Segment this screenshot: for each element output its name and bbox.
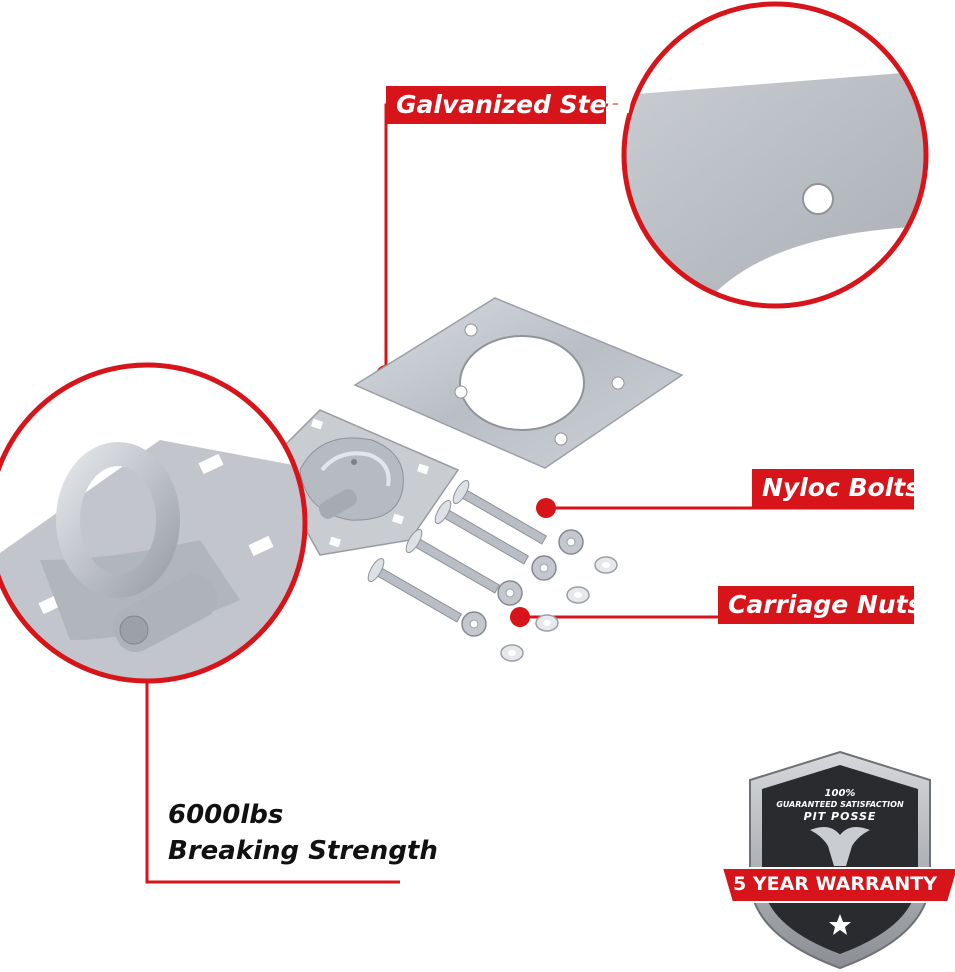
leader-dot-nuts <box>510 607 530 627</box>
carriage-bolts <box>367 479 548 623</box>
zoom-bolt-hole <box>802 183 834 215</box>
strength-value: 6000lbs <box>168 800 284 830</box>
badge-percent: 100% <box>824 788 856 799</box>
badge-warranty-text: 5 YEAR WARRANTY <box>733 873 937 895</box>
leader-dot-bolts <box>536 498 556 518</box>
backing-plate <box>353 297 684 469</box>
breaking-strength-label: 6000lbs Breaking Strength <box>168 797 438 869</box>
zoom-d-ring <box>56 442 180 598</box>
ring-zoom-circle <box>0 362 308 684</box>
badge-brand: PIT POSSE <box>803 810 877 823</box>
star-icon <box>829 914 851 935</box>
warranty-banner <box>720 867 955 903</box>
strength-caption: Breaking Strength <box>168 836 438 866</box>
carriage-nuts-label: Carriage Nuts <box>718 586 922 624</box>
galvanized-steel-label: Galvanized Steel <box>386 86 632 124</box>
badge-guarantee: GUARANTEED SATISFACTION <box>776 800 904 809</box>
bull-skull-icon <box>810 826 870 866</box>
nyloc-nuts <box>461 529 584 637</box>
plate-center-hole <box>459 335 585 431</box>
steel-zoom-circle <box>621 1 929 309</box>
nyloc-bolts-label: Nyloc Bolts <box>752 469 920 507</box>
warranty-badge <box>720 750 955 970</box>
recessed-d-ring <box>267 409 460 556</box>
